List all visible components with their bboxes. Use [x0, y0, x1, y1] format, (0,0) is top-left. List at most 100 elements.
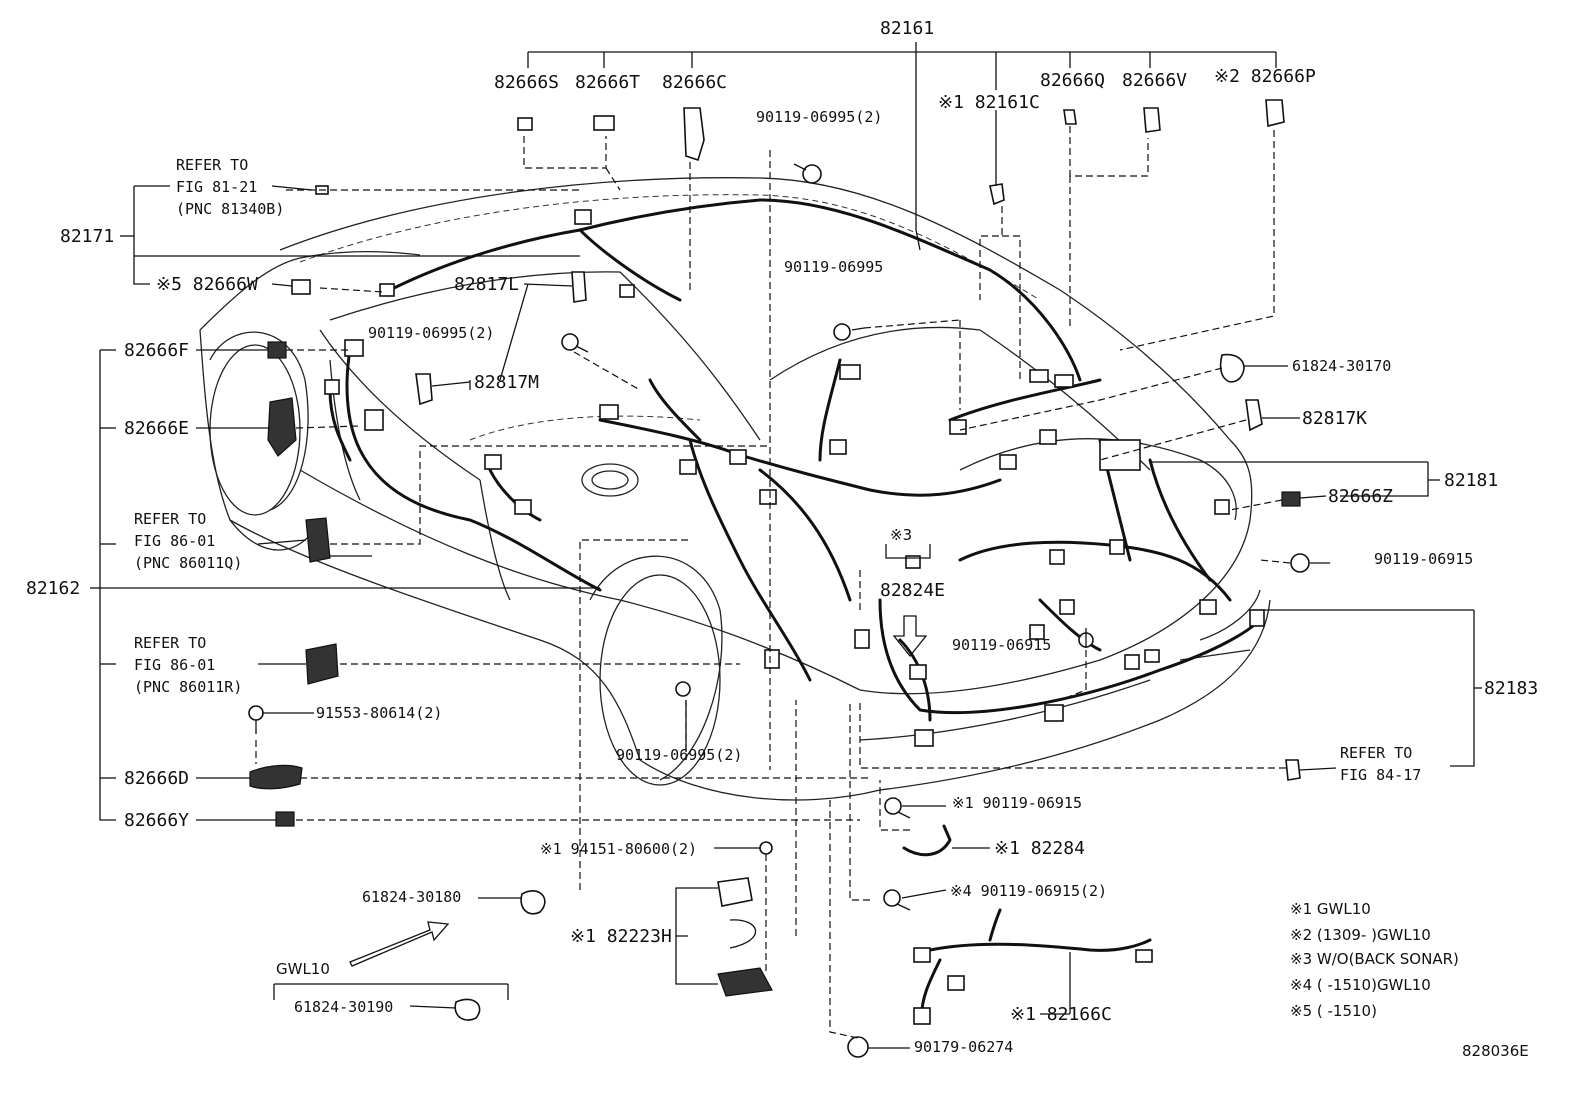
harness-connector: [909, 664, 927, 680]
callout-82666p: ※2 82666P: [1214, 66, 1316, 87]
harness-connector: [1099, 439, 1141, 471]
clip-82666f-icon: [267, 341, 287, 359]
sensor-82824e-icon: [905, 555, 921, 569]
clip-82666v-icon: [1143, 107, 1161, 133]
clip-82666z-icon: [1281, 491, 1301, 507]
bolt-icon: [802, 164, 822, 184]
callout-nut-94151-80600: ※1 94151-80600(2): [540, 840, 697, 858]
callout-82666y: 82666Y: [124, 810, 189, 831]
callout-82666z: 82666Z: [1328, 486, 1393, 507]
callout-82817m: 82817M: [474, 372, 539, 393]
dashed-reference-lines: [255, 126, 1291, 1039]
clip-82666p-icon: [1265, 99, 1285, 128]
refer-to-label: REFER TO: [134, 634, 206, 652]
harness-connector: [1124, 654, 1140, 670]
harness-connector: [839, 364, 861, 380]
harness-connector: [1049, 549, 1065, 565]
note-mark-3: ※3: [890, 526, 912, 544]
clip-82817k-icon: [1245, 399, 1263, 432]
refer-pnc-81340b: (PNC 81340B): [176, 200, 284, 218]
harness-connector: [729, 449, 747, 465]
callout-labels: 82161 82666S 82666T 82666C 90119-06995(2…: [26, 18, 1538, 1056]
refer-pnc-86011q: (PNC 86011Q): [134, 554, 242, 572]
clip-82666t-icon: [593, 115, 615, 131]
harness-82166c-icon: [928, 938, 1152, 952]
note-2: ※2 (1309- )GWL10: [1290, 926, 1431, 944]
harness-connector: [1059, 599, 1075, 615]
harness-connector: [364, 409, 384, 431]
callout-82666s: 82666S: [494, 72, 559, 93]
callout-82162: 82162: [26, 578, 80, 599]
harness-82284-icon: [902, 824, 952, 857]
bracket-82223h-bottom-icon: [717, 967, 773, 997]
harness-connector: [913, 947, 931, 963]
harness-connector: [1214, 499, 1230, 515]
callout-bolt-90119-06995-2c: 90119-06995(2): [616, 746, 742, 764]
bracket-82666e-icon: [267, 397, 297, 457]
callout-82666e: 82666E: [124, 418, 189, 439]
grommet-90179-06274-icon: [847, 1036, 869, 1058]
figure-code: 828036E: [1462, 1042, 1529, 1060]
callout-82181: 82181: [1444, 470, 1498, 491]
bolt-icon: [1290, 553, 1310, 573]
note-5: ※5 ( -1510): [1290, 1002, 1377, 1020]
harness-connector: [949, 419, 967, 435]
harness-connector: [913, 1007, 931, 1025]
grommet-61824-30190-icon: [454, 998, 481, 1021]
harness-connector: [1039, 429, 1057, 445]
callout-82161c: ※1 82161C: [938, 92, 1040, 113]
refer-86011q-part-icon: [305, 517, 331, 563]
callout-82171: 82171: [60, 226, 114, 247]
refer-fig-86-01: FIG 86-01: [134, 532, 215, 550]
harness-connector: [764, 649, 780, 669]
leader-lines: [90, 42, 1482, 1049]
grommet-61824-30180-icon: [520, 890, 546, 915]
notes-legend: ※1 GWL10 ※2 (1309- )GWL10 ※3 W/O(BACK SO…: [1290, 900, 1529, 1060]
bolt-icon: [884, 797, 902, 815]
callout-grommet-61824-30170: 61824-30170: [1292, 357, 1391, 375]
clip-82666w-icon: [291, 279, 311, 295]
refer-to-label: REFER TO: [1340, 744, 1412, 762]
harness-connector: [1029, 624, 1045, 640]
callout-82666f: 82666F: [124, 340, 189, 361]
bolt-icon: [883, 889, 901, 907]
callout-bolt-90119-06915b: 90119-06915: [952, 636, 1051, 654]
callout-grommet-61824-30190: 61824-30190: [294, 998, 393, 1016]
callout-bolt-90119-06995-2: 90119-06995(2): [756, 108, 882, 126]
callout-82666q: 82666Q: [1040, 70, 1105, 91]
harness-connector: [514, 499, 532, 515]
refer-86011r-part-icon: [305, 643, 339, 685]
callout-82666t: 82666T: [575, 72, 640, 93]
harness-connector: [759, 489, 777, 505]
clip-82666y-icon: [275, 811, 295, 827]
harness-connector: [679, 459, 697, 475]
label-gwl10: GWL10: [276, 960, 330, 978]
callout-82284: ※1 82284: [994, 838, 1085, 859]
bolt-icon: [675, 681, 691, 697]
clip-82161c-icon: [989, 183, 1005, 206]
callout-82666d: 82666D: [124, 768, 189, 789]
bolt-icon: [248, 705, 264, 721]
harness-connector: [599, 404, 619, 420]
refer-pnc-86011r: (PNC 86011R): [134, 678, 242, 696]
harness-connector: [1054, 374, 1074, 388]
refer-84-17-part-icon: [1285, 759, 1301, 781]
refer-to-label: REFER TO: [176, 156, 248, 174]
nut-icon: [759, 841, 773, 855]
harness-connector: [1135, 949, 1153, 963]
harness-connector: [1144, 649, 1160, 663]
refer-fig-81-21: FIG 81-21: [176, 178, 257, 196]
harness-connector: [947, 975, 965, 991]
harness-connector: [379, 283, 395, 297]
callout-82666c: 82666C: [662, 72, 727, 93]
harness-connector: [484, 454, 502, 470]
car-body-outline: [199, 177, 1271, 801]
note-1: ※1 GWL10: [1290, 900, 1371, 918]
harness-connector: [344, 339, 364, 357]
clip-82666s-icon: [517, 117, 533, 131]
harness-connector: [1199, 599, 1217, 615]
clip-82666q-icon: [1063, 109, 1077, 125]
callout-bolt-90119-06995: 90119-06995: [784, 258, 883, 276]
note-4: ※4 ( -1510)GWL10: [1290, 976, 1431, 994]
